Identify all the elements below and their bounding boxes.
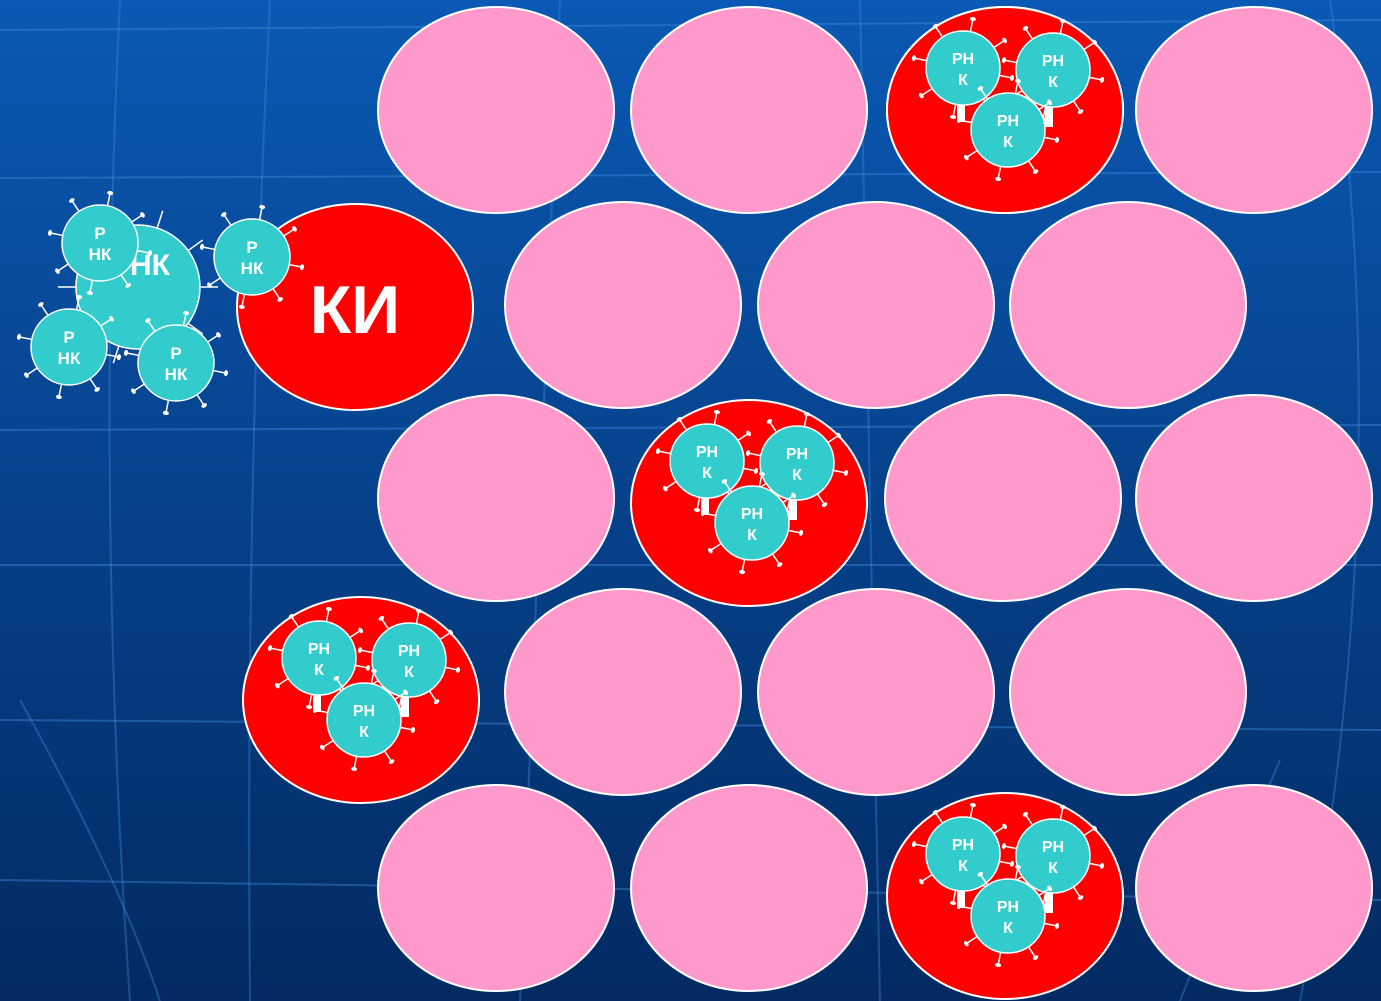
virus-label: К <box>1003 134 1013 151</box>
virus-label: К <box>314 662 324 679</box>
healthy-cell <box>378 785 614 991</box>
healthy-cell <box>1136 785 1372 991</box>
virus-body <box>715 486 789 560</box>
virus-label: К <box>792 467 802 484</box>
virus-body <box>282 621 356 695</box>
infected-cell-label: КИ <box>310 272 400 348</box>
virus-label: НК <box>241 259 264 278</box>
virus-label: Р <box>246 238 257 257</box>
virus-label: РН <box>786 446 808 463</box>
cluster-bar <box>1045 105 1053 127</box>
virus-body <box>760 426 834 500</box>
healthy-cell <box>378 395 614 601</box>
virus-label: К <box>1048 860 1058 877</box>
virus-label: РН <box>308 641 330 658</box>
virus-label: РН <box>1042 839 1064 856</box>
virus-body <box>214 219 290 295</box>
virus-body <box>138 325 214 401</box>
healthy-cell <box>885 395 1121 601</box>
virus-label: НК <box>89 245 112 264</box>
virus-body <box>971 93 1045 167</box>
healthy-cell <box>631 7 867 213</box>
virus-label: РН <box>398 643 420 660</box>
virus-label: Р <box>170 344 181 363</box>
virus-label: К <box>702 465 712 482</box>
virus-label: Р <box>63 328 74 347</box>
virus-label: РН <box>696 444 718 461</box>
healthy-cell <box>505 202 741 408</box>
cluster-bar <box>1045 891 1053 913</box>
virus-label: К <box>404 664 414 681</box>
virus-label: РН <box>353 703 375 720</box>
healthy-cell <box>1136 7 1372 213</box>
virus-label: РН <box>741 506 763 523</box>
virus-label: РН <box>997 899 1019 916</box>
virus-label: НК <box>58 349 81 368</box>
virus-body <box>971 879 1045 953</box>
virus-label: Р <box>94 224 105 243</box>
virus-label: РН <box>1042 53 1064 70</box>
cluster-bar <box>401 695 409 717</box>
healthy-cell <box>1010 589 1246 795</box>
virus-label: РН <box>952 837 974 854</box>
healthy-cell <box>1010 202 1246 408</box>
virus-label: РН <box>952 51 974 68</box>
virus-label: К <box>1048 74 1058 91</box>
healthy-cell <box>505 589 741 795</box>
virus-body <box>926 817 1000 891</box>
virus-body <box>62 205 138 281</box>
virus-label: К <box>1003 920 1013 937</box>
virus-body <box>1016 33 1090 107</box>
virus-body <box>372 623 446 697</box>
virus-body <box>926 31 1000 105</box>
virus-label: К <box>359 724 369 741</box>
healthy-cell <box>758 202 994 408</box>
healthy-cell <box>631 785 867 991</box>
virus-body <box>31 309 107 385</box>
virus-label: РН <box>997 113 1019 130</box>
healthy-cell <box>378 7 614 213</box>
virus-label: К <box>747 527 757 544</box>
healthy-cell <box>758 589 994 795</box>
cell-layer <box>237 7 1372 999</box>
cluster-bar <box>789 498 797 520</box>
virus-label: К <box>958 72 968 89</box>
virus-label: К <box>958 858 968 875</box>
label-layer: КИ <box>310 272 400 348</box>
virus-body <box>327 683 401 757</box>
healthy-cell <box>1136 395 1372 601</box>
virus-body <box>1016 819 1090 893</box>
virus-body <box>670 424 744 498</box>
virus-label: НК <box>165 365 188 384</box>
